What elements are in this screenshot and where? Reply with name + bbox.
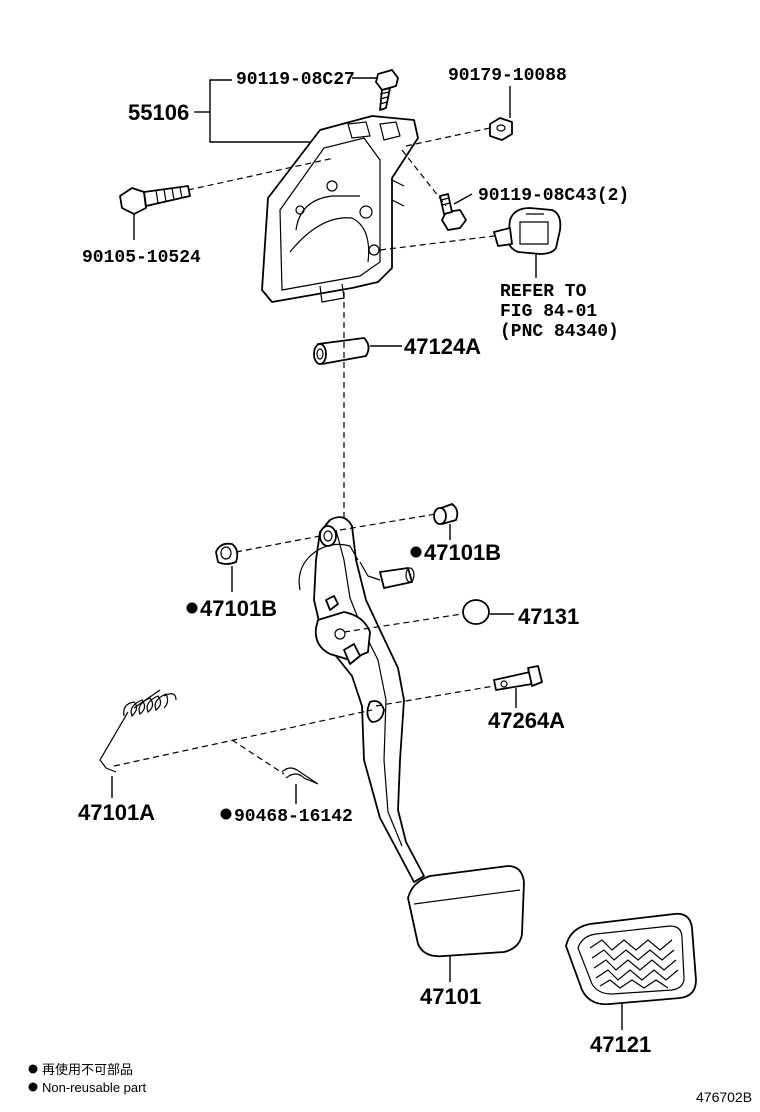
clip-90468-16142[interactable]	[281, 767, 319, 785]
legend-japanese: 再使用不可部品	[42, 1062, 133, 1077]
label-47264A: 47264A	[488, 708, 565, 733]
legend-bullet-icon	[28, 1064, 38, 1074]
legend: 再使用不可部品 Non-reusable part	[28, 1062, 146, 1095]
bushing-47101B-right[interactable]	[433, 503, 459, 525]
pin-47264A[interactable]	[493, 665, 543, 691]
return-spring-47101A[interactable]	[99, 689, 177, 773]
bushing-47101B-left[interactable]	[215, 542, 239, 565]
pedal-pad-47121[interactable]	[565, 912, 697, 1006]
label-47101B-left: 47101B	[200, 596, 277, 621]
legend-english: Non-reusable part	[42, 1080, 146, 1095]
bolt-90119-08C27[interactable]	[375, 69, 399, 111]
label-refer-line2: FIG 84-01	[500, 302, 597, 322]
label-90119-08C43: 90119-08C43(2)	[478, 186, 629, 206]
label-90179-10088: 90179-10088	[448, 66, 567, 86]
bolt-90119-08C43[interactable]	[439, 193, 467, 231]
nut-90179-10088[interactable]	[489, 117, 513, 141]
diagram-code: 476702B	[696, 1089, 752, 1105]
legend-bullet-icon	[28, 1082, 38, 1092]
label-refer-line3: (PNC 84340)	[500, 322, 619, 342]
brake-pedal-47101[interactable]	[298, 516, 525, 958]
label-47124A: 47124A	[404, 334, 481, 359]
label-90468-16142: 90468-16142	[234, 807, 353, 827]
alignment-lines	[113, 127, 495, 775]
cushion-47131[interactable]	[462, 599, 490, 625]
label-55106: 55106	[128, 100, 189, 125]
non-reusable-bullet-icon	[186, 602, 198, 614]
label-90119-08C27: 90119-08C27	[236, 70, 355, 90]
label-47101B-right: 47101B	[424, 540, 501, 565]
bolt-90105-10524[interactable]	[119, 185, 191, 215]
label-47101A: 47101A	[78, 800, 155, 825]
non-reusable-bullet-icon	[410, 546, 422, 558]
non-reusable-bullet-icon	[220, 808, 232, 820]
label-47131: 47131	[518, 604, 579, 629]
leader-lines	[111, 77, 623, 1030]
part-labels: 55106 90119-08C27 90179-10088 90119-08C4…	[78, 66, 651, 1057]
collar-47124A[interactable]	[313, 337, 370, 365]
label-refer-line1: REFER TO	[500, 282, 587, 302]
label-90105-10524: 90105-10524	[82, 248, 201, 268]
pedal-bracket-55106[interactable]	[261, 115, 419, 303]
stop-lamp-switch[interactable]	[493, 207, 562, 255]
label-47121: 47121	[590, 1032, 651, 1057]
label-47101: 47101	[420, 984, 481, 1009]
